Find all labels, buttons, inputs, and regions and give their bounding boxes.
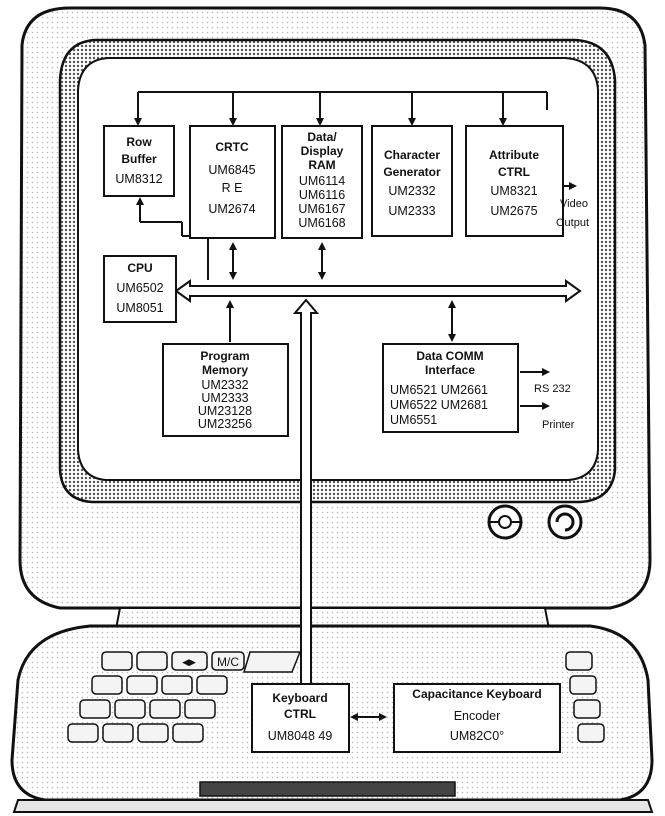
row-buffer-title-1: Row bbox=[126, 135, 152, 149]
cap-encoder-title-1: Capacitance Keyboard bbox=[412, 687, 541, 701]
data-comm-part-1: UM6521 UM2661 bbox=[390, 383, 488, 397]
keyboard-bus-arrow bbox=[292, 298, 320, 684]
keyboard-ctrl-title-2: CTRL bbox=[284, 707, 316, 721]
keyboard-base bbox=[12, 799, 654, 813]
char-gen-title-1: Character bbox=[384, 148, 440, 162]
contrast-knob-icon bbox=[547, 504, 583, 540]
attribute-ctrl-block: Attribute CTRL UM8321 UM2675 bbox=[465, 125, 564, 237]
left-keycaps: ◀▶ M/C bbox=[67, 651, 302, 743]
display-ram-part-2: UM6116 bbox=[299, 188, 345, 202]
mc-key[interactable] bbox=[211, 651, 245, 671]
crtc-part-3: UM2674 bbox=[208, 202, 255, 216]
data-comm-part-3: UM6551 bbox=[390, 413, 437, 427]
program-memory-part-3: UM23128 bbox=[198, 404, 252, 418]
data-comm-title-2: Interface bbox=[425, 363, 475, 377]
rs232-label: RS 232 bbox=[534, 383, 571, 395]
cap-encoder-part-1: UM82C0° bbox=[450, 729, 504, 743]
data-comm-title-1: Data COMM bbox=[416, 349, 483, 363]
display-ram-part-4: UM6168 bbox=[298, 216, 345, 230]
connection-lines bbox=[134, 91, 577, 721]
system-bus bbox=[174, 279, 582, 303]
cpu-part-1: UM6502 bbox=[116, 281, 163, 295]
attribute-title-1: Attribute bbox=[489, 148, 539, 162]
char-gen-part-2: UM2333 bbox=[388, 204, 435, 218]
brightness-knob-icon bbox=[487, 504, 523, 540]
attribute-title-2: CTRL bbox=[498, 165, 530, 179]
crtc-part-1: UM6845 bbox=[208, 163, 255, 177]
printer-label: Printer bbox=[542, 419, 575, 431]
keyboard-ctrl-title-1: Keyboard bbox=[272, 691, 327, 705]
cpu-block: CPU UM6502 UM8051 bbox=[103, 255, 177, 323]
program-memory-part-4: UM23256 bbox=[198, 417, 252, 431]
display-ram-part-3: UM6167 bbox=[298, 202, 345, 216]
row-buffer-part-1: UM8312 bbox=[115, 172, 162, 186]
svg-text:◀▶: ◀▶ bbox=[182, 658, 196, 668]
character-generator-block: Character Generator UM2332 UM2333 bbox=[371, 125, 453, 237]
attribute-part-1: UM8321 bbox=[490, 184, 537, 198]
keyboard-ctrl-block: Keyboard CTRL UM8048 49 bbox=[251, 683, 350, 753]
cpu-title-1: CPU bbox=[127, 261, 152, 275]
crtc-block: CRTC UM6845 R E UM2674 bbox=[189, 125, 276, 239]
program-memory-part-1: UM2332 bbox=[201, 378, 248, 392]
keyboard-ctrl-part-1: UM8048 49 bbox=[268, 729, 333, 743]
program-memory-title-2: Memory bbox=[202, 363, 248, 377]
char-gen-part-1: UM2332 bbox=[388, 184, 435, 198]
display-ram-block: Data/ Display RAM UM6114 UM6116 UM6167 U… bbox=[281, 125, 363, 239]
keyboard-slot bbox=[199, 781, 456, 797]
video-output-label-1: Video bbox=[560, 198, 588, 210]
char-gen-title-2: Generator bbox=[383, 165, 441, 179]
row-buffer-block: Row Buffer UM8312 bbox=[103, 125, 175, 197]
cap-encoder-title-2: Encoder bbox=[454, 709, 501, 723]
display-ram-title-1: Data/ bbox=[307, 130, 337, 144]
mc-key-label: M/C bbox=[217, 655, 239, 669]
right-keycaps bbox=[565, 651, 605, 743]
row-buffer-title-2: Buffer bbox=[121, 152, 157, 166]
data-comm-block: Data COMM Interface UM6521 UM2661 UM6522… bbox=[382, 343, 519, 433]
program-memory-title-1: Program bbox=[200, 349, 249, 363]
cpu-part-2: UM8051 bbox=[116, 301, 163, 315]
data-comm-part-2: UM6522 UM2681 bbox=[390, 398, 488, 412]
crtc-part-2: R E bbox=[222, 181, 243, 195]
display-ram-title-2: Display bbox=[301, 144, 344, 158]
capacitance-encoder-block: Capacitance Keyboard Encoder UM82C0° bbox=[393, 683, 561, 753]
program-memory-part-2: UM2333 bbox=[201, 391, 248, 405]
program-memory-block: Program Memory UM2332 UM2333 UM23128 UM2… bbox=[162, 343, 289, 437]
crtc-title-1: CRTC bbox=[215, 140, 249, 154]
display-ram-part-1: UM6114 bbox=[299, 174, 345, 188]
video-output-label-2: Output bbox=[556, 217, 589, 229]
attribute-part-2: UM2675 bbox=[490, 204, 537, 218]
display-ram-title-3: RAM bbox=[308, 158, 335, 172]
